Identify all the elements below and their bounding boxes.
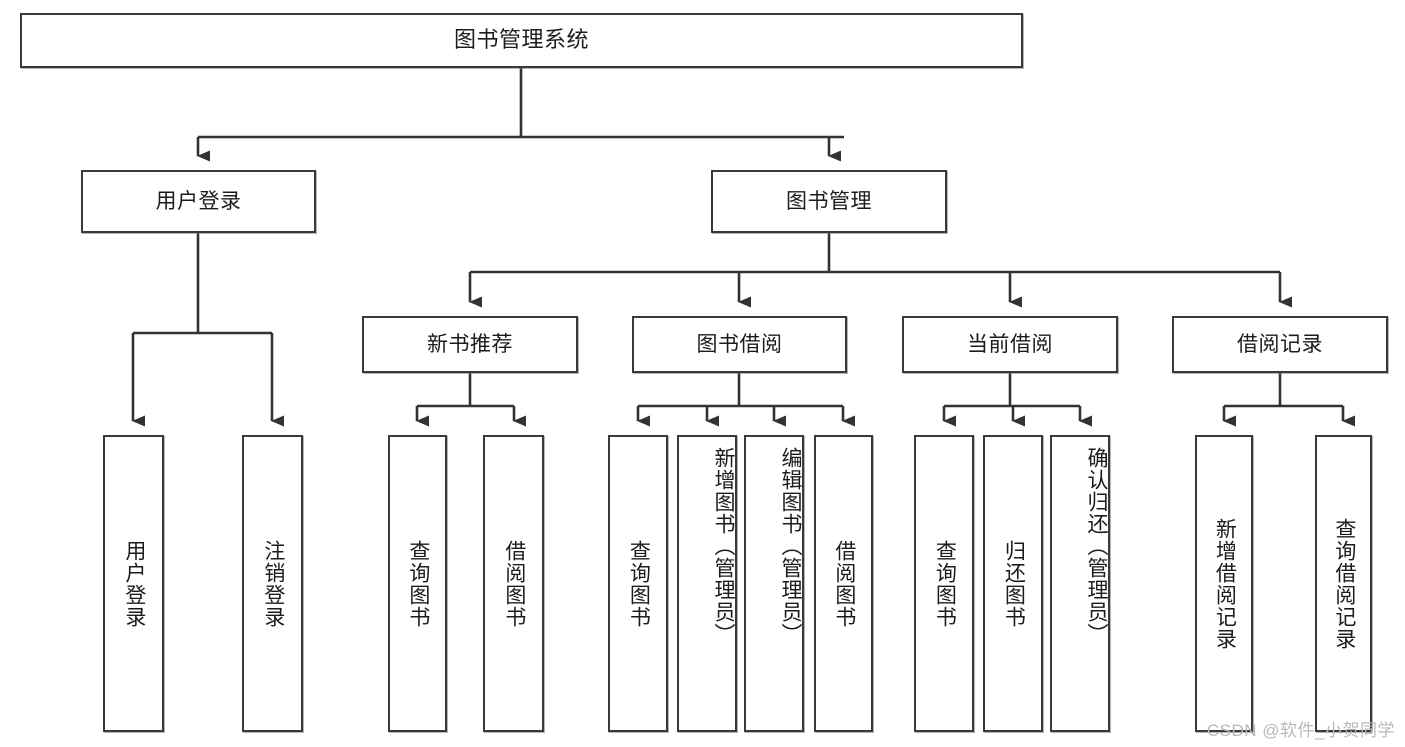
leaf-edit-book-admin[interactable]: 编辑图书（管理员）: [744, 435, 804, 732]
node-label: 图书管理系统: [453, 27, 589, 53]
node-borrow-records[interactable]: 借阅记录: [1172, 316, 1388, 373]
node-label: 用户登录: [155, 189, 242, 213]
leaf-borrow-book-recommend[interactable]: 借阅图书: [483, 435, 544, 732]
csdn-watermark: CSDN @软件_小贺同学: [1206, 721, 1395, 740]
node-user-login[interactable]: 用户登录: [81, 170, 316, 233]
node-label: 新增图书（管理员）: [712, 447, 735, 645]
leaf-user-login[interactable]: 用户登录: [103, 435, 164, 732]
node-book-borrow[interactable]: 图书借阅: [632, 316, 847, 373]
node-label: 借阅图书: [502, 539, 526, 628]
node-label: 查询借阅记录: [1332, 517, 1356, 650]
node-label: 编辑图书（管理员）: [779, 447, 802, 645]
node-root-system[interactable]: 图书管理系统: [20, 13, 1023, 68]
node-label: 新书推荐: [427, 332, 513, 356]
leaf-confirm-return-admin[interactable]: 确认归还（管理员）: [1050, 435, 1110, 732]
leaf-query-book-current[interactable]: 查询图书: [914, 435, 974, 732]
node-current-borrow[interactable]: 当前借阅: [902, 316, 1118, 373]
node-book-management[interactable]: 图书管理: [711, 170, 947, 233]
node-label: 新增借阅记录: [1213, 517, 1237, 650]
leaf-logout-login[interactable]: 注销登录: [242, 435, 303, 732]
node-label: 借阅记录: [1237, 332, 1323, 356]
leaf-query-borrow-record[interactable]: 查询借阅记录: [1315, 435, 1372, 732]
node-label: 查询图书: [627, 539, 651, 628]
node-label: 查询图书: [933, 539, 957, 628]
node-label: 归还图书: [1002, 539, 1026, 628]
node-label: 用户登录: [122, 539, 146, 628]
leaf-add-book-admin[interactable]: 新增图书（管理员）: [677, 435, 737, 732]
node-label: 图书管理: [786, 189, 872, 213]
node-label: 借阅图书: [832, 539, 856, 628]
leaf-borrow-book[interactable]: 借阅图书: [814, 435, 873, 732]
node-label: 查询图书: [406, 539, 430, 628]
node-label: 确认归还（管理员）: [1085, 447, 1108, 645]
leaf-return-book[interactable]: 归还图书: [983, 435, 1043, 732]
leaf-add-borrow-record[interactable]: 新增借阅记录: [1195, 435, 1253, 732]
leaf-query-book-recommend[interactable]: 查询图书: [388, 435, 447, 732]
node-label: 当前借阅: [967, 332, 1053, 356]
node-label: 注销登录: [261, 539, 285, 628]
node-new-book-recommend[interactable]: 新书推荐: [362, 316, 578, 373]
leaf-query-book-borrow[interactable]: 查询图书: [608, 435, 668, 732]
node-label: 图书借阅: [696, 332, 783, 356]
